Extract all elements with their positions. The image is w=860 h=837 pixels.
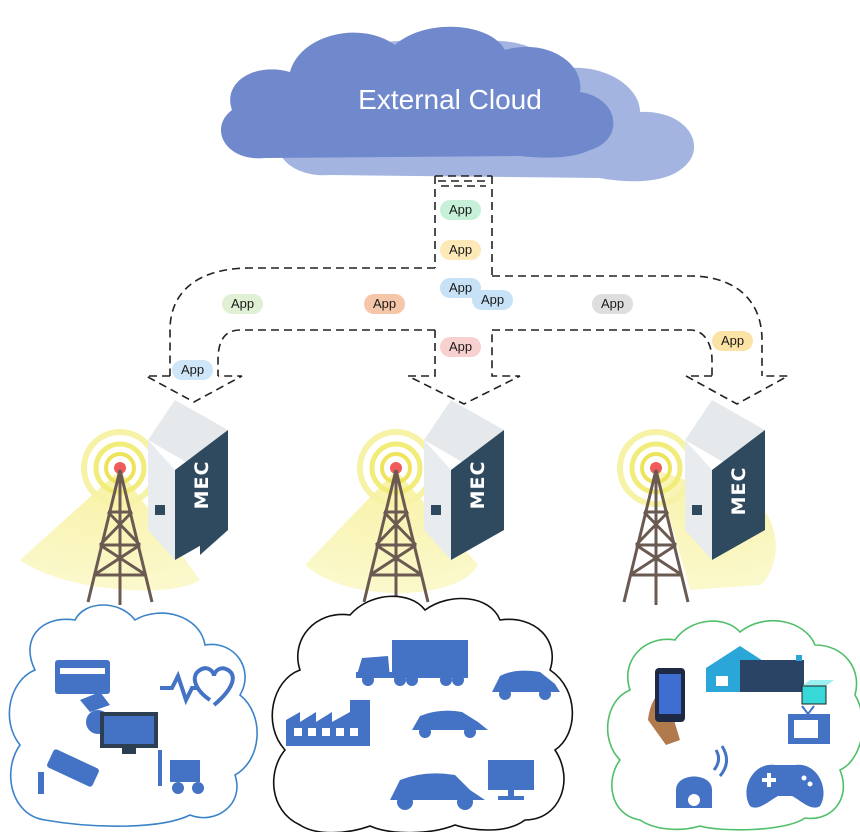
monitor-icon	[488, 760, 534, 800]
mec-label: MEC	[728, 466, 750, 516]
wifi-camera-icon	[676, 745, 728, 808]
television-icon	[788, 705, 830, 744]
middle-branch-arrow	[407, 330, 521, 405]
app-badge: App	[440, 240, 482, 260]
cloud-label: External Cloud	[358, 84, 542, 115]
car-icon	[390, 773, 485, 810]
app-badge: App	[592, 294, 634, 314]
cell-tower-icon	[86, 469, 154, 605]
device-cloud-2	[271, 595, 574, 834]
mec-server-icon	[424, 400, 504, 560]
mec-site-2	[305, 400, 504, 605]
house-icon	[706, 646, 804, 692]
mec-site-1	[20, 400, 228, 605]
mec-label: MEC	[467, 460, 489, 510]
mec-label: MEC	[191, 460, 213, 510]
app-badge: App	[712, 331, 754, 351]
credit-card-icon	[55, 660, 110, 712]
app-badge: App	[440, 278, 482, 298]
heart-rate-icon	[160, 666, 235, 707]
right-branch-arrow	[492, 275, 789, 405]
app-badge: App	[440, 337, 482, 357]
box-icon	[801, 680, 834, 705]
factory-icon	[286, 700, 370, 746]
security-camera-icon	[38, 749, 99, 794]
device-cloud-1	[8, 604, 258, 827]
car-icon	[412, 710, 488, 738]
app-badge: App	[364, 294, 406, 314]
mec-site-3	[617, 400, 776, 605]
mec-server-icon	[148, 400, 228, 560]
app-badge: App	[440, 200, 482, 220]
app-badge: App	[472, 290, 514, 310]
app-badge: App	[222, 294, 264, 314]
external-cloud	[220, 26, 695, 182]
gamepad-icon	[746, 764, 824, 808]
app-badge: App	[172, 360, 214, 380]
cloud-link-column	[434, 175, 493, 276]
car-icon	[492, 670, 560, 700]
device-cloud-3	[606, 619, 860, 831]
truck-icon	[356, 640, 468, 686]
mec-server-icon	[685, 400, 765, 560]
cell-tower-icon	[622, 469, 690, 605]
cell-tower-icon	[362, 469, 430, 605]
coverage-beam	[20, 470, 200, 591]
computer-monitor-icon	[86, 710, 158, 754]
smartphone-icon	[648, 668, 685, 745]
left-branch-arrow	[145, 267, 435, 403]
coverage-beam	[305, 470, 478, 594]
forklift-icon	[158, 750, 204, 794]
